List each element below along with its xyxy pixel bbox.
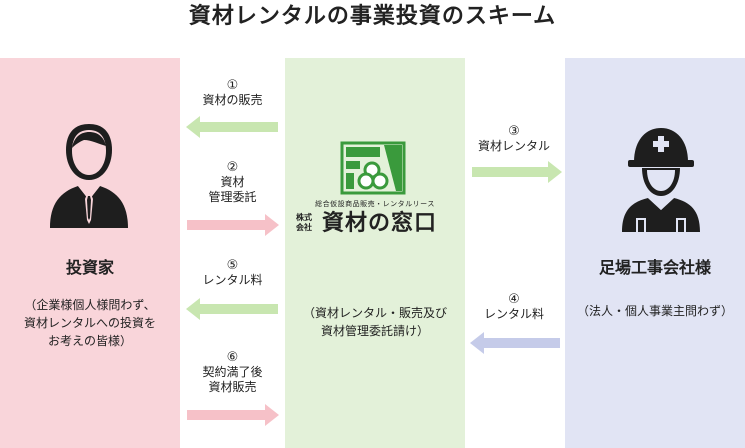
company-panel — [285, 58, 465, 448]
pipes-logo-icon — [340, 141, 406, 195]
step-1-label: ① 資材の販売 — [202, 78, 263, 107]
step-5-label: ⑤ レンタル料 — [202, 258, 263, 287]
step-4-label: ④ レンタル料 — [483, 292, 544, 321]
company-description: （資材レンタル・販売及び 資材管理委託請け） — [302, 306, 447, 338]
investor-description: （企業様個人様問わず、 資材レンタルへの投資を お考えの皆様） — [23, 298, 156, 348]
arrow-right-pink-icon — [187, 214, 279, 236]
company-type: 株式 会社 — [296, 213, 312, 232]
arrow-left-blue-icon — [470, 332, 560, 354]
businessman-icon — [50, 124, 128, 228]
page-title: 資材レンタルの事業投資のスキーム — [188, 4, 557, 29]
arrow-left-green-icon — [186, 116, 278, 138]
hardhat-worker-icon — [622, 128, 700, 232]
step-3-label: ③ 資材レンタル — [477, 124, 550, 153]
worker-description: （法人・個人事業主問わず） — [576, 304, 733, 318]
step-6-label: ⑥ 契約満了後 資材販売 — [202, 350, 263, 394]
worker-name: 足場工事会社様 — [598, 258, 711, 277]
step-2-label: ② 資材 管理委託 — [208, 160, 257, 204]
arrow-right-pink-icon — [187, 404, 279, 426]
arrow-left-green-icon — [186, 298, 278, 320]
worker-panel — [565, 58, 745, 448]
arrow-right-green-icon — [472, 161, 562, 183]
investor-name: 投資家 — [65, 258, 114, 277]
company-logo-text: 株式 会社 資材の窓口 — [296, 210, 456, 240]
company-tagline: 総合仮設商品販売・レンタルリース — [315, 200, 435, 208]
company-name: 資材の窓口 — [322, 211, 438, 236]
investor-panel — [0, 58, 180, 448]
